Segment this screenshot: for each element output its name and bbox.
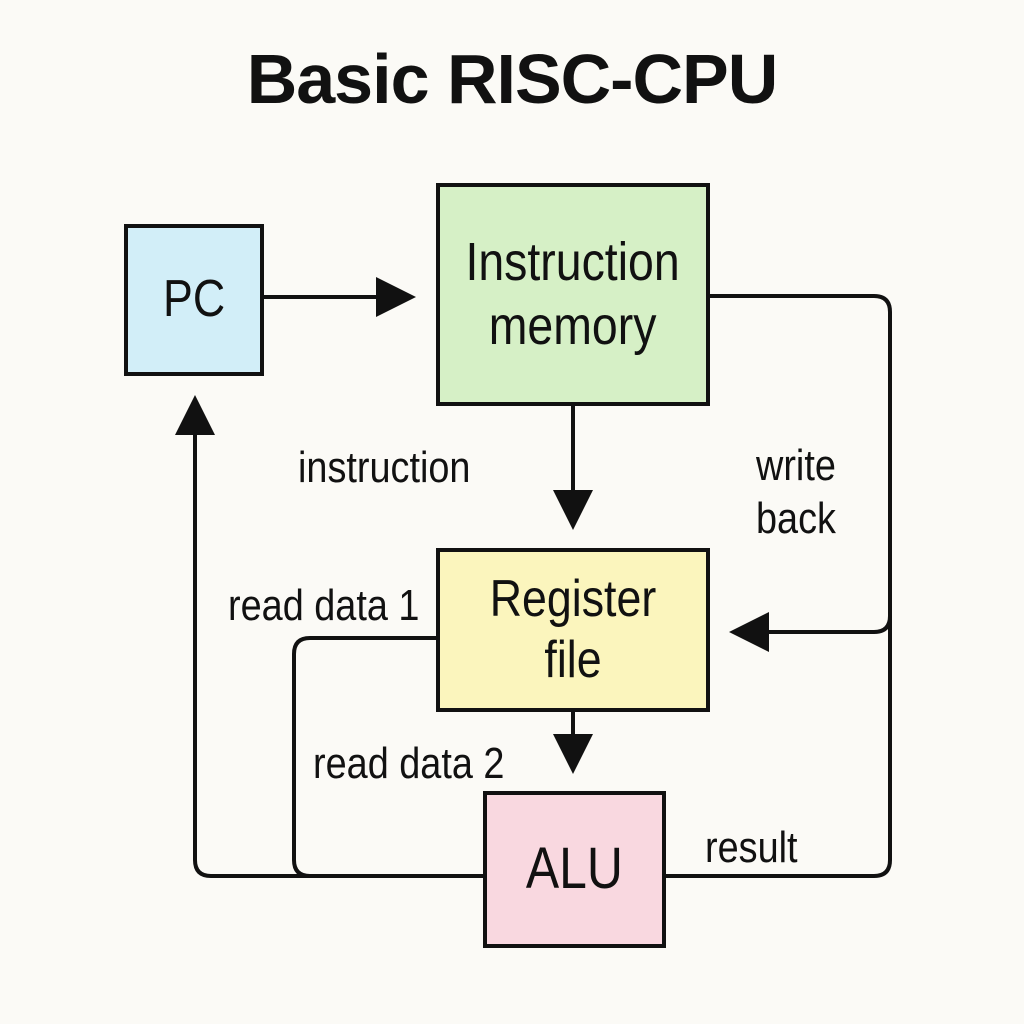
alu-label: ALU bbox=[525, 836, 624, 902]
arrow-write-back-to-register-file bbox=[729, 612, 892, 652]
write-back-wire-label: write back bbox=[756, 440, 849, 546]
register-file-block: Register file bbox=[436, 548, 710, 712]
instruction-text: instruction bbox=[298, 443, 471, 492]
result-text: result bbox=[705, 823, 798, 872]
instruction-wire-label: instruction bbox=[298, 442, 499, 495]
instruction-memory-label-line-2: memory bbox=[489, 295, 657, 356]
alu-block: ALU bbox=[483, 791, 666, 948]
write-back-line-1: write bbox=[756, 441, 836, 490]
read-data-1-wire-label: read data 1 bbox=[228, 580, 451, 633]
pc-block: PC bbox=[124, 224, 264, 376]
read-data-2-wire-label: read data 2 bbox=[313, 738, 536, 791]
arrow-alu-to-pc bbox=[175, 395, 483, 878]
instruction-memory-label-line-1: Instruction bbox=[465, 231, 681, 292]
read-data-2-text: read data 2 bbox=[313, 739, 505, 788]
pc-label: PC bbox=[162, 270, 226, 329]
write-back-line-2: back bbox=[756, 493, 836, 543]
read-data-1-text: read data 1 bbox=[228, 581, 420, 630]
wire-instruction-memory-right-loop bbox=[666, 294, 892, 878]
instruction-memory-block: Instruction memory bbox=[436, 183, 710, 406]
register-file-label: Register file bbox=[489, 569, 657, 689]
diagram-title: Basic RISC-CPU bbox=[246, 40, 779, 118]
result-wire-label: result bbox=[705, 822, 813, 875]
